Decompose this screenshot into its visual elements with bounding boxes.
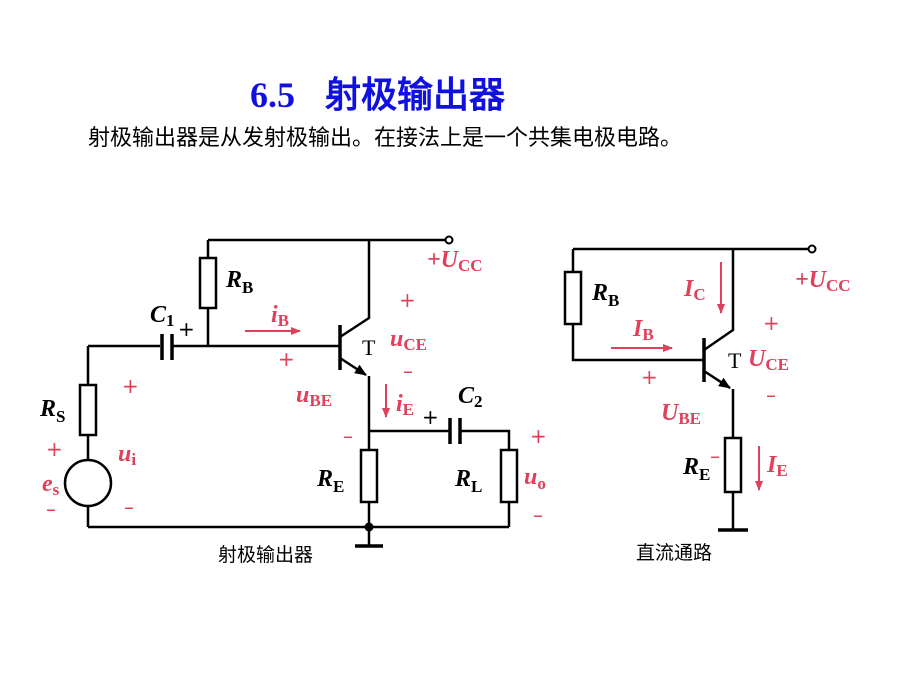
- signal-source: [63, 458, 113, 508]
- resistor-re-right: [723, 436, 743, 494]
- ube-minus: –: [343, 424, 353, 448]
- left-caption: 射极输出器: [218, 544, 313, 566]
- ube-plus-right: +: [641, 365, 658, 389]
- vcc-terminal-right: [807, 244, 817, 254]
- ie-label: iE: [396, 391, 414, 419]
- vcc-label: +UCC: [427, 247, 483, 275]
- es-label: es: [42, 471, 60, 499]
- resistor-re: [359, 448, 379, 504]
- page-title: 6.5 射极输出器: [250, 66, 505, 118]
- c1-plus: +: [178, 317, 195, 341]
- ib-label-right: IB: [632, 316, 654, 344]
- transistor-label: T: [362, 335, 376, 360]
- es-minus: –: [46, 497, 56, 521]
- resistor-rb: [198, 256, 218, 310]
- vcc-terminal: [444, 235, 454, 245]
- uo-minus: –: [533, 503, 543, 527]
- c2-label: C2: [458, 383, 483, 411]
- ube-minus-right: –: [710, 444, 720, 468]
- re-label-right: RE: [682, 454, 710, 484]
- uce-minus: –: [403, 359, 413, 383]
- ube-plus: +: [278, 347, 295, 371]
- ube-label-right: UBE: [661, 400, 701, 428]
- transistor-label-right: T: [728, 348, 742, 373]
- ui-label: ui: [118, 441, 136, 469]
- ic-label: IC: [683, 276, 706, 304]
- uce-label: uCE: [390, 326, 427, 354]
- ie-label-right: IE: [766, 452, 788, 480]
- ube-label: uBE: [296, 382, 332, 410]
- uce-minus-right: –: [766, 383, 776, 407]
- rb-label-right: RB: [591, 280, 619, 310]
- ui-minus: –: [124, 495, 134, 519]
- title-number: 6.5: [250, 75, 295, 115]
- uce-plus: +: [399, 288, 416, 312]
- rs-label: RS: [39, 396, 65, 426]
- rb-label: RB: [225, 267, 253, 297]
- dc-path-circuit: +UCC RB IC IB + T UCE – + UBE – RE IE 直流…: [563, 244, 851, 564]
- re-label: RE: [316, 466, 344, 496]
- resistor-rl: [499, 448, 519, 504]
- c2-plus: +: [422, 405, 439, 429]
- right-caption: 直流通路: [636, 542, 712, 564]
- emitter-follower-circuit: +UCC RB C1 + iB + T + uCE – uBE – iE + C…: [39, 235, 547, 566]
- uo-label: uo: [524, 464, 546, 493]
- es-plus: +: [46, 437, 63, 461]
- uce-plus-right: +: [763, 311, 780, 335]
- resistor-rs: [78, 383, 98, 437]
- c1-label: C1: [150, 302, 175, 330]
- ui-plus: +: [122, 374, 139, 398]
- subtitle: 射极输出器是从发射极输出。在接法上是一个共集电极电路。: [88, 126, 683, 151]
- vcc-label-right: +UCC: [795, 267, 851, 295]
- ib-label: iB: [271, 302, 289, 330]
- resistor-rb-right: [563, 270, 583, 326]
- title-text: 射极输出器: [325, 75, 506, 115]
- uo-plus: +: [530, 424, 547, 448]
- uce-label-right: UCE: [748, 346, 789, 374]
- rl-label: RL: [454, 466, 482, 496]
